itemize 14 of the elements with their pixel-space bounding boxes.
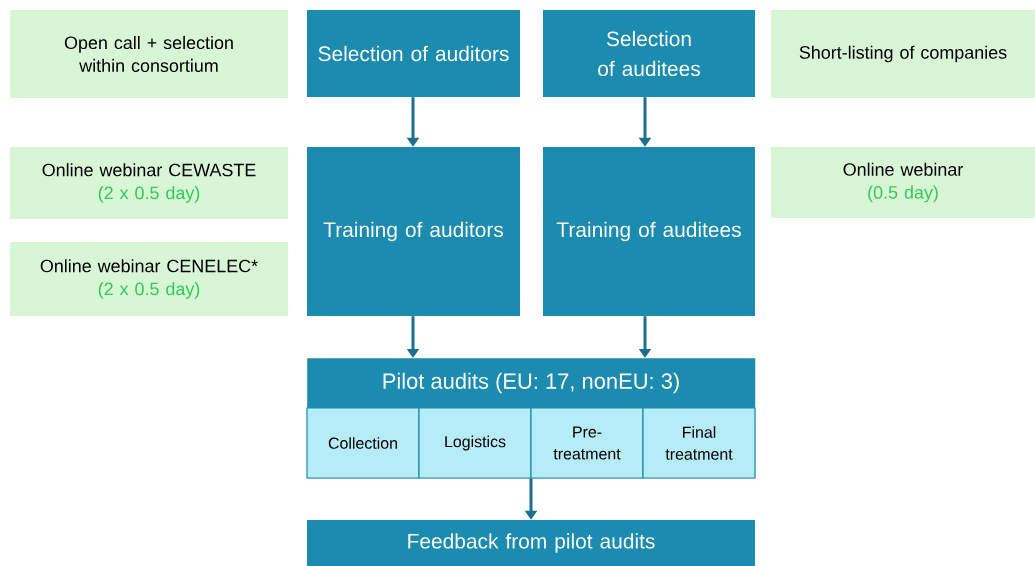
stage-cell: Collection [306, 407, 420, 479]
stage-cell: Pre-treatment [530, 407, 644, 479]
note-box: Online webinar CEWASTE (2 x 0.5 day) [10, 147, 288, 219]
note-box: Short-listing of companies [771, 10, 1035, 98]
process-box: Feedback from pilot audits [307, 520, 755, 566]
process-box: Selection of auditors [307, 10, 520, 97]
stage-cell: Final treatment [642, 407, 756, 479]
process-box: Training of auditees [543, 147, 755, 316]
process-box: Selection of auditees [543, 10, 755, 97]
note-box: Online webinar (0.5 day) [771, 147, 1035, 218]
stage-cell: Logistics [418, 407, 532, 479]
note-box: Open call + selection within consortium [10, 10, 288, 98]
process-box: Training of auditors [307, 147, 520, 316]
note-box: Online webinar CENELEC* (2 x 0.5 day) [10, 242, 288, 316]
